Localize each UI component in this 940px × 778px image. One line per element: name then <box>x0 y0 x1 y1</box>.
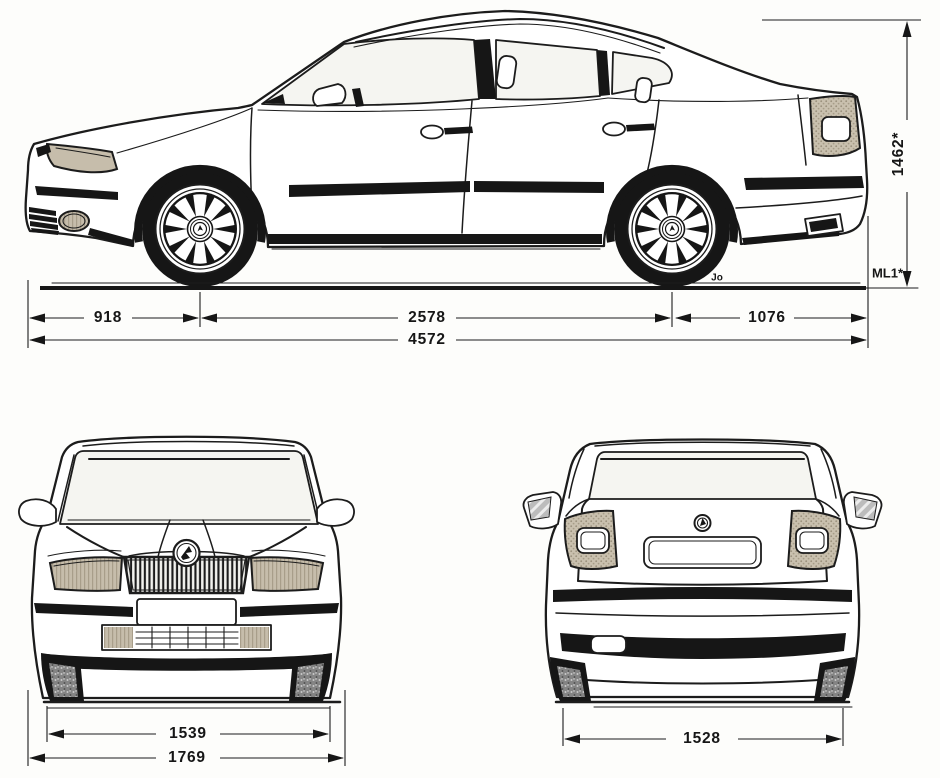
b-pillar <box>474 39 496 99</box>
dim-front-overhang-label: 918 <box>94 309 122 326</box>
front-headrest <box>495 55 518 90</box>
ground-line-label: ML1* <box>872 265 904 280</box>
dim-front-track-label: 1539 <box>169 725 207 742</box>
rear-headrest <box>634 77 653 104</box>
headlight <box>45 142 119 174</box>
dim-rear-overhang-label: 1076 <box>748 309 786 326</box>
rear-ground <box>554 700 853 708</box>
side-mouldings <box>35 176 864 250</box>
front-door-window <box>261 37 480 107</box>
front-license-plate <box>136 598 237 626</box>
rear-wheel <box>606 164 738 287</box>
quarter-window <box>611 51 673 95</box>
rear-bumper <box>550 587 855 701</box>
front-door-handle <box>420 124 444 140</box>
right-headlight <box>249 556 325 592</box>
rear-door-window <box>495 39 601 101</box>
dim-overall-length-label: 4572 <box>408 331 446 348</box>
left-mirror <box>18 498 57 527</box>
side-rear-details <box>735 94 863 237</box>
front-wheel <box>134 164 266 287</box>
front-mirrors <box>18 498 355 527</box>
front-dimensions: 1539 1769 <box>27 690 346 766</box>
front-glass-roof <box>57 440 321 525</box>
side-front-details <box>29 107 253 235</box>
side-view: 918 2578 1076 4572 1462* ML1* Jo <box>24 9 921 348</box>
rear-license-recess <box>643 536 762 569</box>
side-mirror <box>312 83 347 107</box>
dim-overall-height-label: 1462* <box>890 132 907 177</box>
rear-taillights <box>563 509 842 570</box>
side-dimensions: 918 2578 1076 4572 1462* ML1* Jo <box>27 19 921 348</box>
rear-door-handle <box>602 121 626 137</box>
front-lights-grille <box>48 538 325 595</box>
front-bumper <box>34 598 339 701</box>
c-pillar-divider <box>597 50 610 96</box>
left-headlight <box>48 556 124 592</box>
front-view: 1539 1769 <box>18 435 355 766</box>
trunk <box>565 498 840 586</box>
grille <box>122 555 251 595</box>
side-glasshouse <box>257 18 809 112</box>
dim-rear-track-label: 1528 <box>683 730 721 747</box>
exhaust-cutout <box>590 635 627 654</box>
rear-mirrors <box>522 491 883 530</box>
signature-mark: Jo <box>711 273 723 284</box>
rear-dimensions: 1528 <box>562 708 844 747</box>
dim-wheelbase-label: 2578 <box>408 309 446 326</box>
rear-view: 1528 <box>522 438 883 747</box>
windshield <box>59 450 319 525</box>
dim-overall-width-label: 1769 <box>168 749 206 766</box>
right-mirror <box>316 498 355 527</box>
front-ground <box>42 700 342 709</box>
ground-line <box>40 282 919 290</box>
